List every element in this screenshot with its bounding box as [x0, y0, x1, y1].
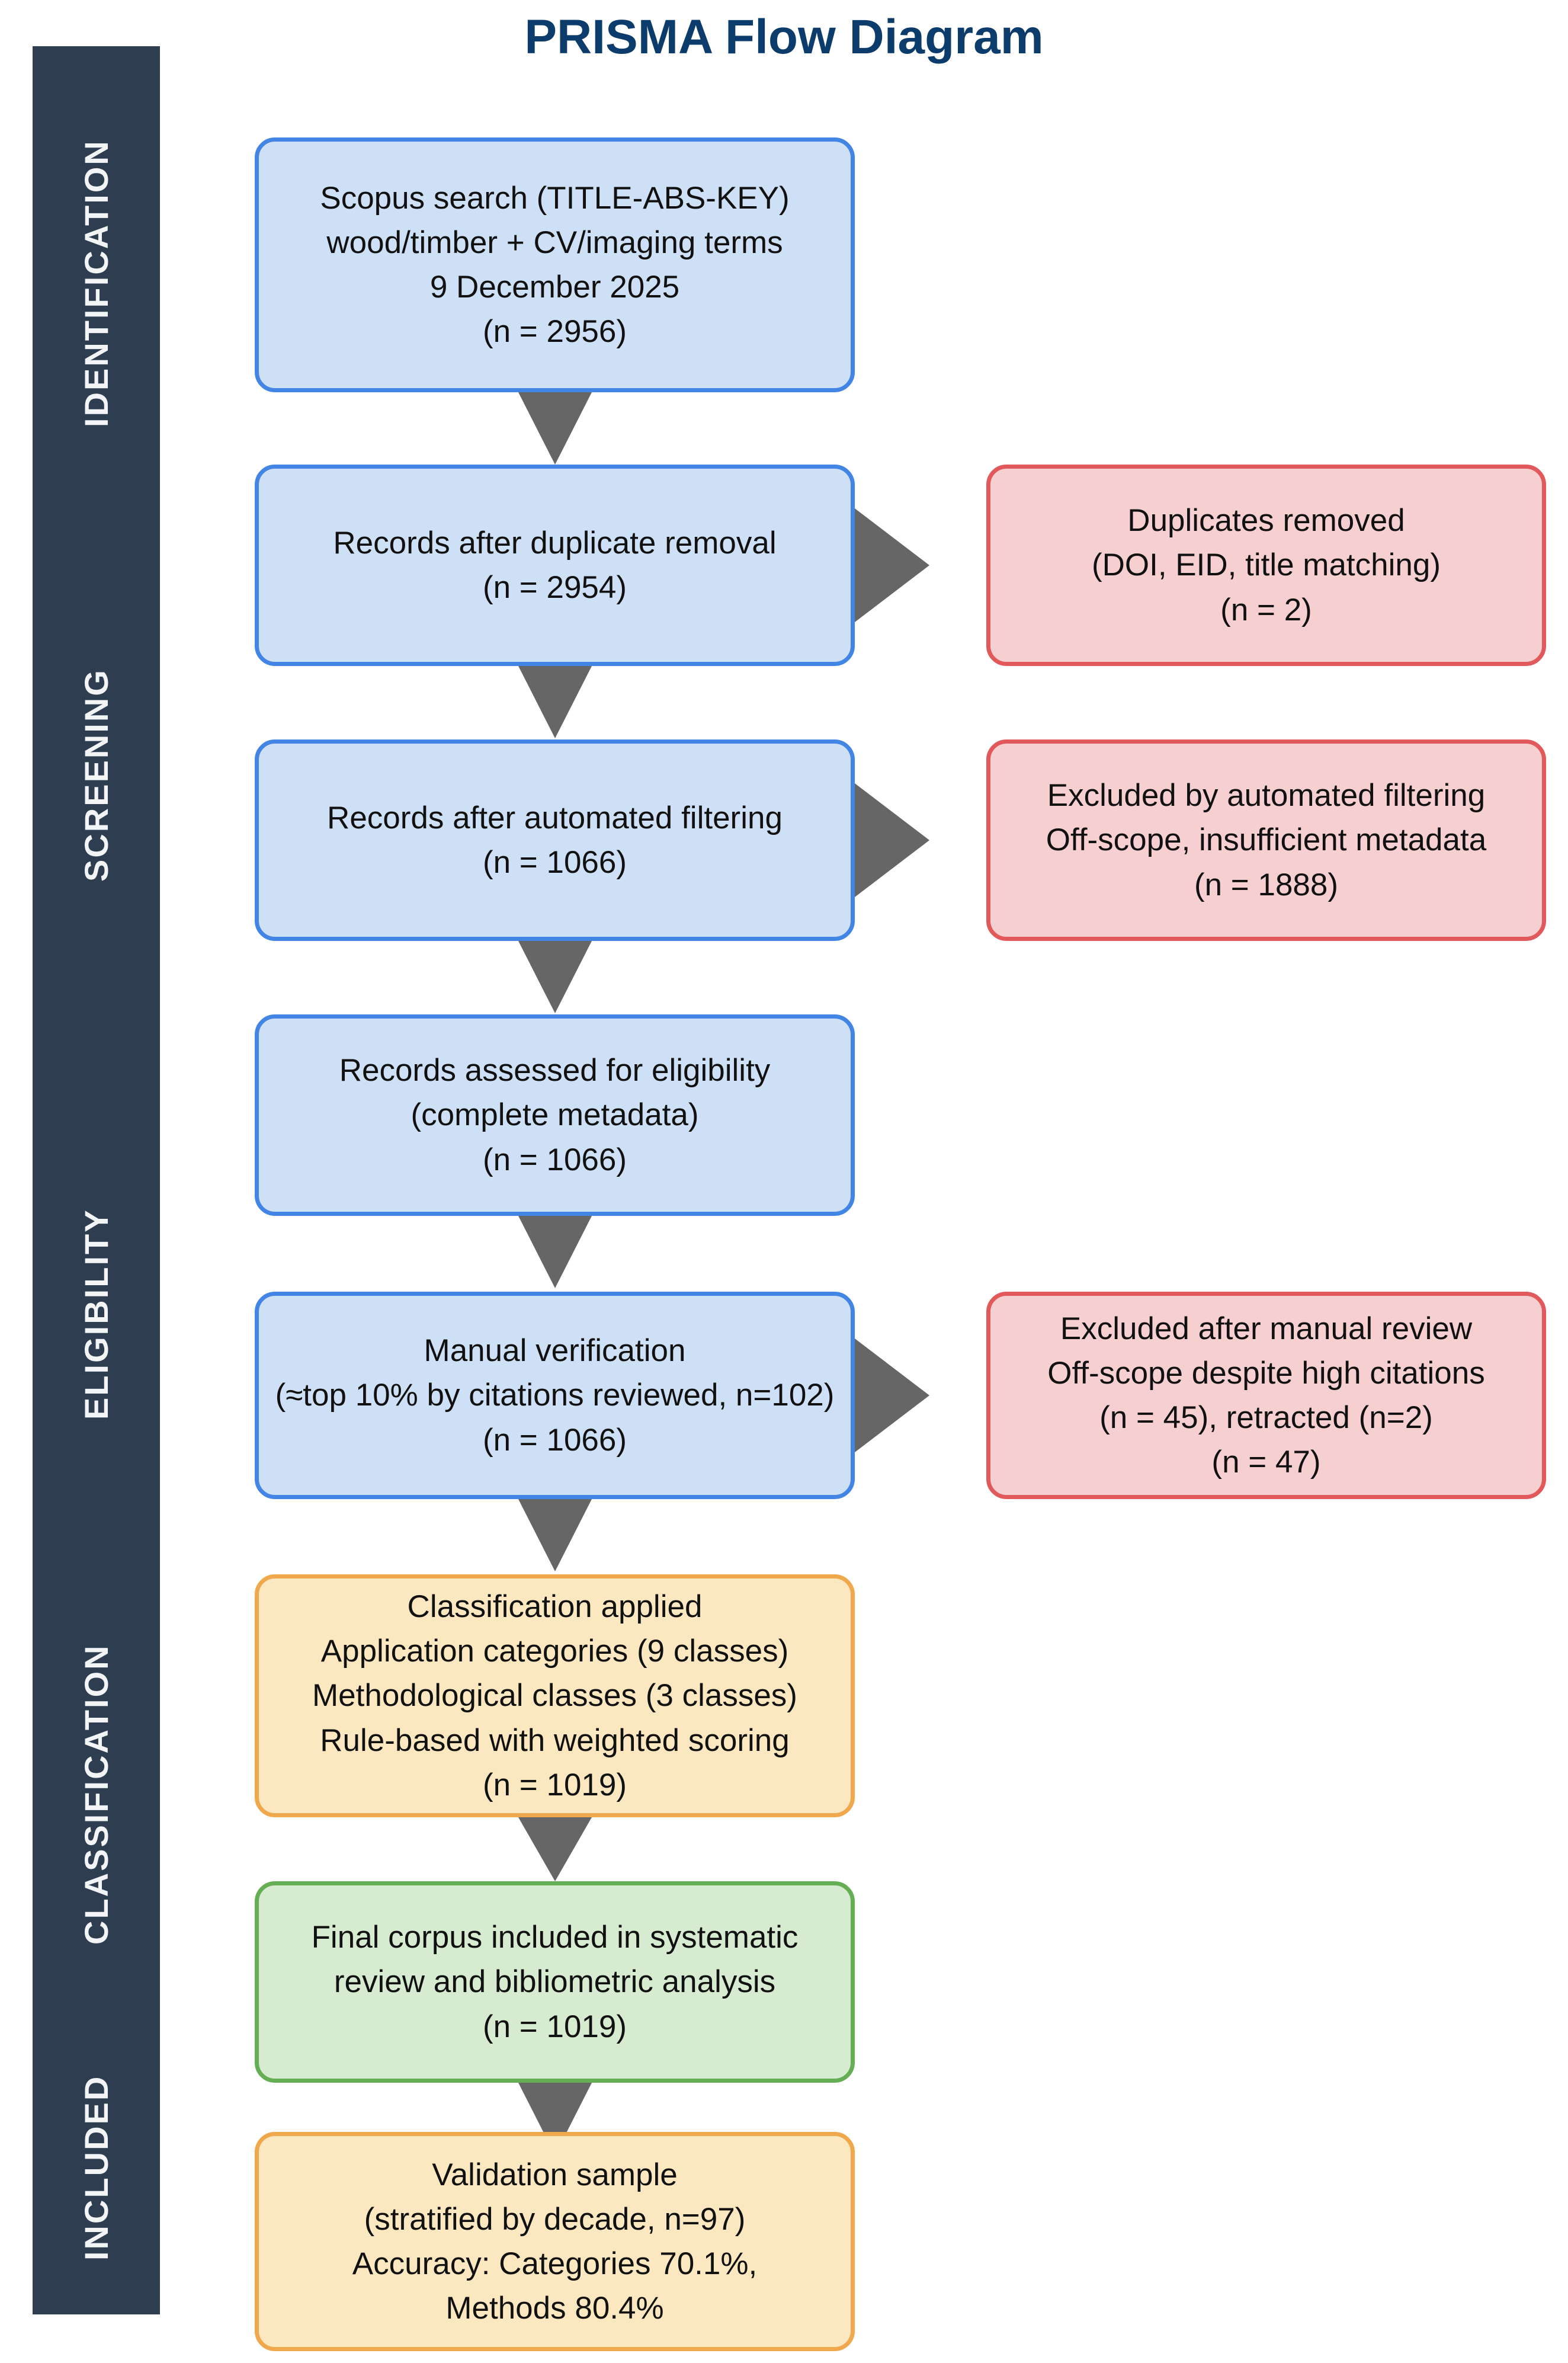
node-final-corpus-line-0: Final corpus included in systematic [311, 1920, 799, 1955]
node-classification-applied-line-0: Classification applied [407, 1589, 703, 1624]
node-search: Scopus search (TITLE-ABS-KEY) wood/timbe… [255, 137, 855, 392]
node-validation-sample-line-3: Methods 80.4% [445, 2291, 664, 2326]
node-excluded-manual-line-0: Excluded after manual review [1060, 1311, 1473, 1346]
arrow-after-duplicates-to-filtering [518, 666, 592, 738]
node-classification-applied-line-4: (n = 1019) [482, 1767, 627, 1802]
arrow-to-excluded-manual [855, 1339, 929, 1452]
node-final-corpus: Final corpus included in systematic revi… [255, 1881, 855, 2083]
node-validation-sample: Validation sample (stratified by decade,… [255, 2132, 855, 2351]
node-validation-sample-line-0: Validation sample [432, 2157, 678, 2192]
node-manual-verification-line-0: Manual verification [424, 1333, 686, 1369]
node-excluded-automated-line-2: (n = 1888) [1194, 867, 1339, 902]
node-validation-sample-line-1: (stratified by decade, n=97) [364, 2201, 746, 2237]
node-manual-verification-line-2: (n = 1066) [482, 1422, 627, 1458]
node-excluded-automated-line-1: Off-scope, insufficient metadata [1046, 822, 1487, 858]
node-after-automated-filtering-line-0: Records after automated filtering [327, 800, 783, 835]
node-excluded-automated: Excluded by automated filtering Off-scop… [986, 739, 1546, 941]
arrow-to-duplicates-removed [855, 508, 929, 622]
arrow-search-to-after-duplicates [518, 392, 592, 465]
stage-label-classification: CLASSIFICATION [78, 1644, 115, 1945]
stage-label-screening: SCREENING [78, 668, 115, 882]
arrow-classification-to-final-corpus [518, 1817, 592, 1881]
arrow-manual-to-classification [518, 1499, 592, 1571]
node-manual-verification-line-1: (≈top 10% by citations reviewed, n=102) [275, 1378, 835, 1413]
node-classification-applied-line-3: Rule-based with weighted scoring [320, 1722, 790, 1758]
node-after-duplicates-line-1: (n = 2954) [482, 570, 627, 605]
stage-sidebar: IDENTIFICATION SCREENING ELIGIBILITY CLA… [33, 46, 160, 2314]
node-classification-applied-line-1: Application categories (9 classes) [320, 1634, 789, 1669]
node-duplicates-removed-line-2: (n = 2) [1220, 592, 1312, 627]
node-excluded-manual-line-3: (n = 47) [1211, 1445, 1321, 1480]
node-duplicates-removed: Duplicates removed (DOI, EID, title matc… [986, 465, 1546, 666]
stage-label-included: INCLUDED [78, 2074, 115, 2260]
node-assessed-eligibility: Records assessed for eligibility (comple… [255, 1014, 855, 1216]
stage-label-identification: IDENTIFICATION [78, 139, 115, 427]
node-search-line-0: Scopus search (TITLE-ABS-KEY) [320, 180, 790, 216]
node-duplicates-removed-line-0: Duplicates removed [1127, 503, 1405, 539]
node-final-corpus-line-1: review and bibliometric analysis [334, 1964, 776, 2000]
node-after-duplicates: Records after duplicate removal (n = 295… [255, 465, 855, 666]
node-excluded-manual-line-1: Off-scope despite high citations [1047, 1355, 1485, 1391]
node-assessed-eligibility-line-2: (n = 1066) [482, 1142, 627, 1177]
arrow-filtering-to-eligibility [518, 941, 592, 1013]
node-excluded-automated-line-0: Excluded by automated filtering [1047, 778, 1486, 814]
stage-label-eligibility: ELIGIBILITY [78, 1208, 115, 1420]
node-excluded-manual: Excluded after manual review Off-scope d… [986, 1292, 1546, 1499]
node-final-corpus-line-2: (n = 1019) [482, 2009, 627, 2044]
node-assessed-eligibility-line-1: (complete metadata) [411, 1097, 699, 1133]
arrow-eligibility-to-manual [518, 1216, 592, 1288]
node-assessed-eligibility-line-0: Records assessed for eligibility [339, 1053, 771, 1088]
page-title: PRISMA Flow Diagram [524, 10, 1044, 64]
node-classification-applied: Classification applied Application categ… [255, 1574, 855, 1817]
arrow-to-excluded-automated [855, 783, 929, 897]
node-after-duplicates-line-0: Records after duplicate removal [333, 525, 777, 561]
node-duplicates-removed-line-1: (DOI, EID, title matching) [1091, 547, 1441, 583]
node-manual-verification: Manual verification (≈top 10% by citatio… [255, 1292, 855, 1499]
node-validation-sample-line-2: Accuracy: Categories 70.1%, [352, 2246, 758, 2281]
node-search-line-3: (n = 2956) [482, 314, 627, 350]
node-search-line-1: wood/timber + CV/imaging terms [326, 225, 783, 260]
node-search-line-2: 9 December 2025 [429, 270, 680, 305]
node-excluded-manual-line-2: (n = 45), retracted (n=2) [1099, 1400, 1433, 1435]
node-after-automated-filtering: Records after automated filtering (n = 1… [255, 739, 855, 941]
node-after-automated-filtering-line-1: (n = 1066) [482, 845, 627, 880]
node-classification-applied-line-2: Methodological classes (3 classes) [312, 1678, 797, 1714]
